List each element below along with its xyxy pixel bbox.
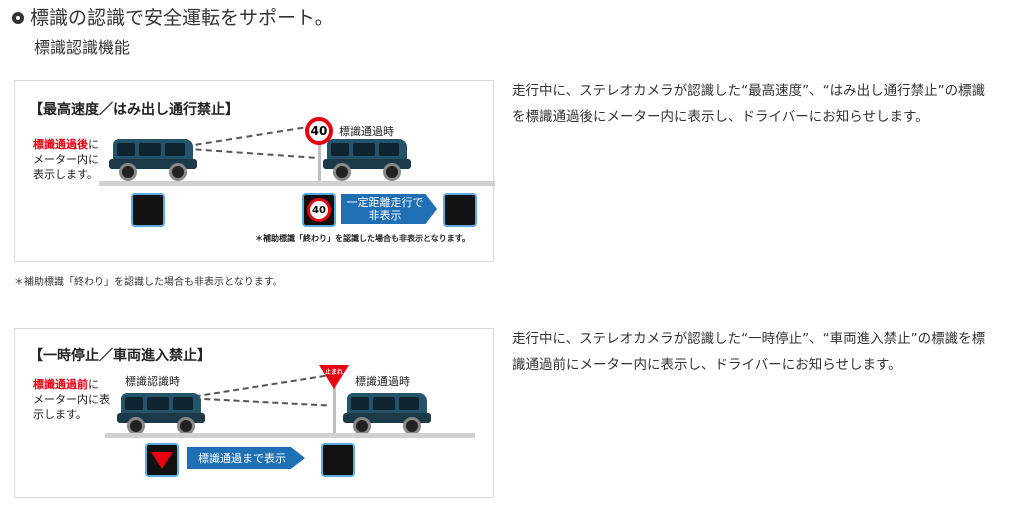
sign-pole [333, 387, 336, 433]
stop-sign-diagram: 【一時停止／車両進入禁止】 標識通過前に メーター内に表 示します。 標識認識時… [14, 328, 494, 498]
road [105, 433, 475, 438]
pass-label: 標識通過時 [355, 375, 410, 388]
meter-display-blank [131, 193, 165, 227]
status-arrow: 標識通過まで表示 [187, 447, 305, 469]
note-text: 示します。 [33, 408, 87, 421]
arrow-text: 一定距離走行で [346, 196, 424, 209]
meter-display-sign: 40 [302, 193, 336, 227]
stop-sign-text: 止まれ [324, 369, 343, 376]
footnote: ＊補助標識「終わり」を認識した場合も非表示となります。 [14, 277, 283, 288]
stop-sign-icon [319, 365, 349, 389]
speed-limit-diagram: 【最高速度／はみ出し通行禁止】 標識通過後に メーター内に 表示します。 40 … [14, 80, 495, 262]
diagram-heading: 【最高速度／はみ出し通行禁止】 [29, 102, 239, 118]
meter-display-sign [145, 443, 179, 477]
meter-display-blank [321, 443, 355, 477]
arrow-text: 非表示 [368, 209, 402, 222]
note-text: に [88, 138, 99, 151]
diagram-note: 標識通過前に メーター内に表 示します。 [33, 377, 110, 422]
note-text: に [88, 378, 99, 391]
car-illustration [321, 133, 413, 181]
note-text: メーター内に表 [33, 393, 110, 406]
car-illustration [341, 387, 433, 435]
car-illustration [115, 387, 207, 435]
description-text: 走行中に、ステレオカメラが認識した“最高速度”、“はみ出し通行禁止”の標識を標識… [512, 83, 986, 125]
note-highlight: 標識通過後 [33, 138, 88, 151]
recognition-label: 標識認識時 [125, 375, 180, 388]
diagram-heading: 【一時停止／車両進入禁止】 [29, 348, 211, 364]
note-text: 表示します。 [33, 168, 98, 181]
circle-bullet-icon [12, 12, 24, 24]
status-arrow: 一定距離走行で 非表示 [341, 194, 437, 224]
description-text: 走行中に、ステレオカメラが認識した“一時停止”、“車両進入禁止”の標識を標識通過… [512, 331, 986, 373]
speed-limit-sign-icon: 40 [307, 198, 331, 222]
note-text: メーター内に [33, 153, 99, 166]
sign-pole [318, 141, 321, 181]
diagram-note: 標識通過後に メーター内に 表示します。 [33, 137, 99, 182]
road [99, 181, 495, 186]
stop-sign-icon [151, 451, 173, 469]
section-title-text: 標識の認識で安全運転をサポート。 [30, 7, 334, 29]
meter-display-blank [443, 193, 477, 227]
section-subtitle: 標識認識機能 [34, 38, 131, 57]
pass-label: 標識通過時 [339, 125, 394, 138]
section-title: 標識の認識で安全運転をサポート。 [12, 6, 334, 30]
section-header: 標識の認識で安全運転をサポート。 標識認識機能 [12, 6, 334, 58]
car-illustration [107, 133, 199, 181]
diagram-footnote: ＊補助標識「終わり」を認識した場合も非表示となります。 [255, 234, 470, 243]
note-highlight: 標識通過前 [33, 378, 88, 391]
